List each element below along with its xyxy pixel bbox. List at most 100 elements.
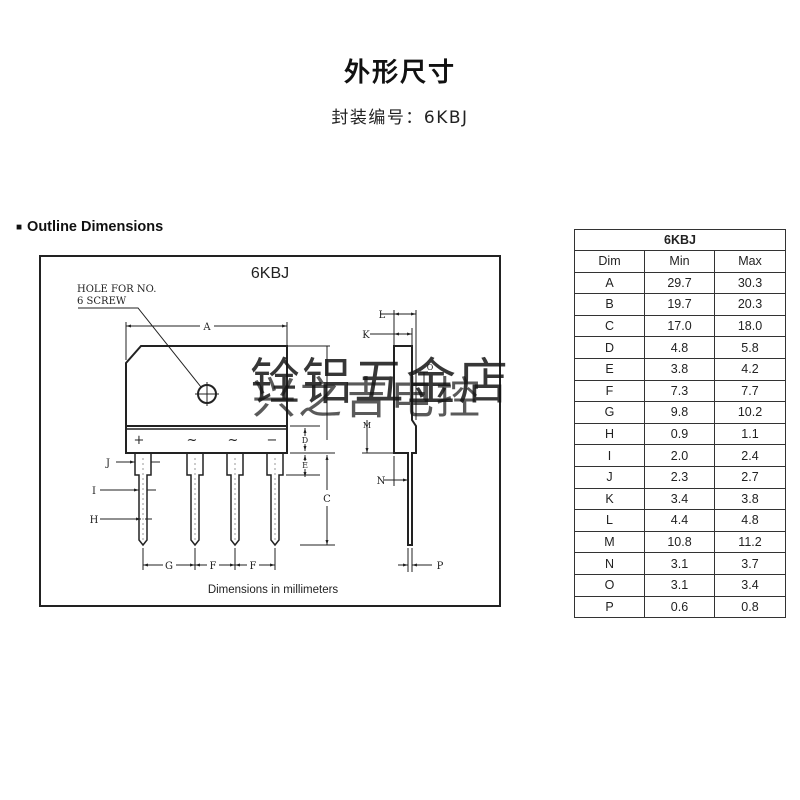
cell-min: 3.8	[644, 357, 715, 381]
cell-min: 10.8	[644, 530, 715, 554]
section-heading-text: Outline Dimensions	[27, 219, 164, 235]
dim-label-n: N	[377, 476, 386, 487]
cell-dim: H	[574, 422, 645, 446]
cell-max: 3.4	[714, 573, 786, 597]
cell-min: 19.7	[644, 293, 715, 316]
pin-marking-ac1: ~	[187, 433, 198, 448]
cell-dim: K	[574, 487, 645, 511]
dim-label-o: O	[427, 363, 434, 372]
cell-max: 2.7	[714, 465, 786, 489]
cell-dim: J	[574, 465, 645, 489]
cell-dim: A	[574, 271, 645, 295]
cell-min: 4.8	[644, 336, 715, 359]
column-header-max: Max	[714, 250, 786, 273]
cell-max: 1.1	[714, 422, 786, 446]
dim-label-m: M	[363, 421, 371, 430]
cell-dim: O	[574, 573, 645, 597]
cell-min: 3.1	[644, 573, 715, 597]
pin-minus	[266, 453, 284, 547]
cell-max: 4.8	[714, 509, 786, 532]
cell-min: 2.3	[644, 465, 715, 489]
cell-dim: E	[574, 357, 645, 381]
hole-note-line2: 6 SCREW	[77, 296, 127, 307]
column-header-dim: Dim	[574, 250, 645, 273]
dim-label-p: P	[437, 561, 444, 572]
cell-dim: P	[574, 595, 645, 619]
table-caption: 6KBJ	[574, 229, 786, 251]
section-heading: ■Outline Dimensions	[16, 219, 163, 235]
dim-label-h: H	[90, 515, 99, 526]
cell-dim: D	[574, 336, 645, 359]
cell-dim: F	[574, 379, 645, 403]
hole-note-line1: HOLE FOR NO.	[77, 284, 156, 295]
cell-dim: B	[574, 293, 645, 316]
dim-label-d: D	[302, 436, 308, 445]
cell-min: 9.8	[644, 401, 715, 424]
pin-ac2	[226, 453, 244, 547]
drawing-frame	[39, 255, 501, 607]
cell-dim: N	[574, 552, 645, 575]
cell-min: 7.3	[644, 379, 715, 403]
cell-dim: M	[574, 530, 645, 554]
cell-dim: L	[574, 509, 645, 532]
cell-max: 10.2	[714, 401, 786, 424]
dim-label-e: E	[302, 461, 308, 470]
pin-marking-minus: −	[267, 433, 278, 448]
dim-label-f2: F	[250, 561, 257, 572]
dim-label-g: G	[165, 561, 173, 572]
pin-marking-plus: +	[134, 433, 145, 448]
cell-max: 5.8	[714, 336, 786, 359]
package-body	[125, 345, 288, 427]
dim-label-c: C	[323, 494, 331, 505]
pin-plus	[134, 453, 152, 547]
cell-max: 18.0	[714, 314, 786, 338]
package-code-subtitle: 封装编号：6KBJ	[331, 108, 469, 128]
cell-min: 3.4	[644, 487, 715, 511]
cell-dim: C	[574, 314, 645, 338]
cell-max: 3.7	[714, 552, 786, 575]
pin-ac1	[186, 453, 204, 547]
column-header-min: Min	[644, 250, 715, 273]
cell-min: 4.4	[644, 509, 715, 532]
cell-min: 0.6	[644, 595, 715, 619]
cell-min: 2.0	[644, 444, 715, 467]
cell-min: 29.7	[644, 271, 715, 295]
dim-label-i: I	[92, 486, 96, 497]
cell-min: 3.1	[644, 552, 715, 575]
cell-dim: G	[574, 401, 645, 424]
dimensions-unit-note: Dimensions in millimeters	[208, 584, 339, 596]
package-bottom-band	[125, 425, 288, 454]
cell-max: 11.2	[714, 530, 786, 554]
package-label: 6KBJ	[251, 265, 289, 282]
cell-max: 30.3	[714, 271, 786, 295]
pin-marking-ac2: ~	[228, 433, 239, 448]
cell-max: 7.7	[714, 379, 786, 403]
dim-label-k: K	[362, 330, 370, 341]
cell-max: 0.8	[714, 595, 786, 619]
cell-max: 20.3	[714, 293, 786, 316]
cell-min: 0.9	[644, 422, 715, 446]
cell-max: 2.4	[714, 444, 786, 467]
cell-dim: I	[574, 444, 645, 467]
dim-label-f1: F	[210, 561, 217, 572]
side-view-body	[393, 345, 417, 546]
cell-max: 4.2	[714, 357, 786, 381]
